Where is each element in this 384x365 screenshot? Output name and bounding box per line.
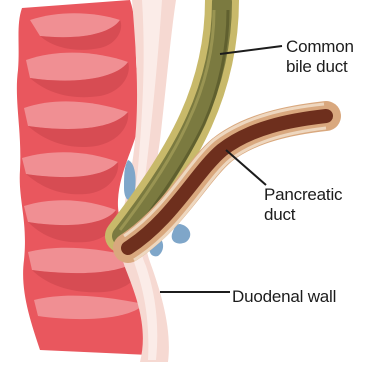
label-duodenal-wall: Duodenal wall bbox=[232, 287, 336, 307]
label-pancreatic-duct-line1: Pancreatic bbox=[264, 185, 342, 205]
label-common-bile-duct: Common bile duct bbox=[286, 37, 354, 77]
leader-line-pancreatic-duct bbox=[226, 150, 266, 185]
label-common-bile-duct-line2: bile duct bbox=[286, 57, 354, 77]
label-duodenal-wall-text: Duodenal wall bbox=[232, 287, 336, 307]
label-pancreatic-duct-line2: duct bbox=[264, 205, 342, 225]
label-common-bile-duct-line1: Common bbox=[286, 37, 354, 57]
label-pancreatic-duct: Pancreatic duct bbox=[264, 185, 342, 225]
